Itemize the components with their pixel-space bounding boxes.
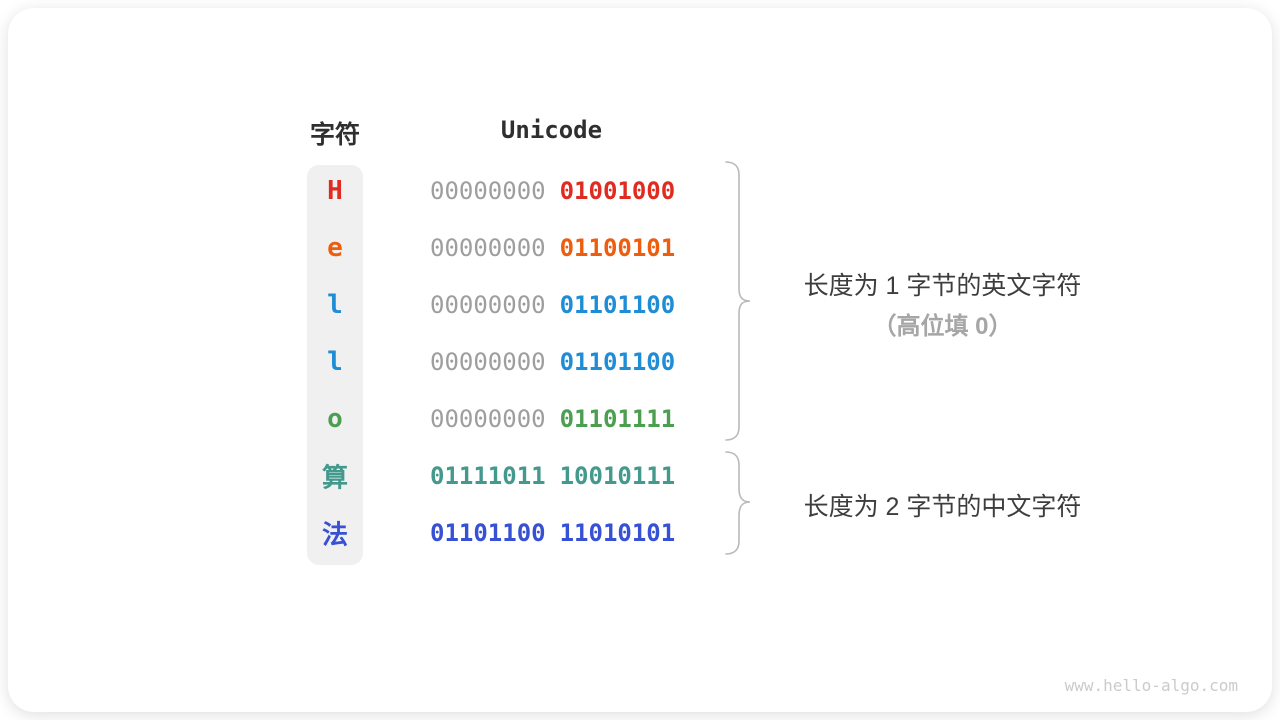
- watermark-url: www.hello-algo.com: [1064, 676, 1238, 695]
- unicode-low-byte: 01101111: [559, 405, 676, 434]
- unicode-high-byte: 00000000: [430, 176, 546, 205]
- character-cell: 法: [321, 520, 348, 551]
- table-row-l1: l 00000000 01101100: [0, 276, 1280, 333]
- unicode-binary-value: 00000000 01101100: [430, 291, 675, 319]
- character-cell: e: [327, 232, 343, 263]
- character-cell: o: [327, 404, 343, 435]
- unicode-low-byte: 01100101: [559, 233, 676, 262]
- character-cell: l: [327, 346, 343, 377]
- unicode-high-byte: 00000000: [430, 290, 546, 319]
- unicode-binary-value: 01101100 11010101: [430, 519, 675, 547]
- unicode-high-byte: 00000000: [430, 347, 546, 376]
- table-row-H: H 00000000 01001000: [0, 162, 1280, 219]
- table-row-fa: 法 01101100 11010101: [0, 505, 1280, 562]
- unicode-low-byte: 01101100: [559, 347, 676, 376]
- unicode-high-byte: 01101100: [430, 519, 546, 548]
- character-cell: H: [327, 175, 343, 206]
- unicode-low-byte: 10010111: [559, 462, 676, 491]
- unicode-high-byte: 00000000: [430, 233, 546, 262]
- annotation-english-group-line1: 长度为 1 字节的英文字符: [803, 272, 1082, 300]
- unicode-binary-value: 00000000 01101100: [430, 348, 675, 376]
- column-header-unicode: Unicode: [500, 116, 603, 144]
- brace-path: [725, 161, 751, 441]
- table-row-suan: 算 01111011 10010111: [0, 448, 1280, 505]
- encoding-table: H 00000000 01001000 e 00000000 01100101 l …: [0, 162, 1280, 562]
- figure-card: [8, 8, 1272, 712]
- unicode-low-byte: 01101100: [559, 290, 676, 319]
- annotation-english-group-line2: （高位填 0）: [872, 313, 1013, 340]
- unicode-low-byte: 01001000: [559, 176, 676, 205]
- unicode-binary-value: 00000000 01001000: [430, 177, 675, 205]
- table-row-e: e 00000000 01100101: [0, 219, 1280, 276]
- unicode-binary-value: 00000000 01100101: [430, 234, 675, 262]
- character-cell: 算: [321, 463, 348, 494]
- unicode-low-byte: 11010101: [559, 519, 676, 548]
- unicode-binary-value: 01111011 10010111: [430, 462, 675, 490]
- table-row-l2: l 00000000 01101100: [0, 333, 1280, 390]
- column-header-char: 字符: [309, 121, 360, 149]
- unicode-high-byte: 00000000: [430, 405, 546, 434]
- character-column-background: [307, 165, 363, 565]
- unicode-binary-value: 00000000 01101111: [430, 405, 675, 433]
- annotation-chinese-group-line1: 长度为 2 字节的中文字符: [803, 493, 1082, 521]
- brace-chinese-group: [725, 451, 751, 555]
- table-row-o: o 00000000 01101111: [0, 391, 1280, 448]
- brace-path: [725, 451, 751, 555]
- character-cell: l: [327, 289, 343, 320]
- unicode-high-byte: 01111011: [430, 462, 546, 491]
- brace-english-group: [725, 161, 751, 441]
